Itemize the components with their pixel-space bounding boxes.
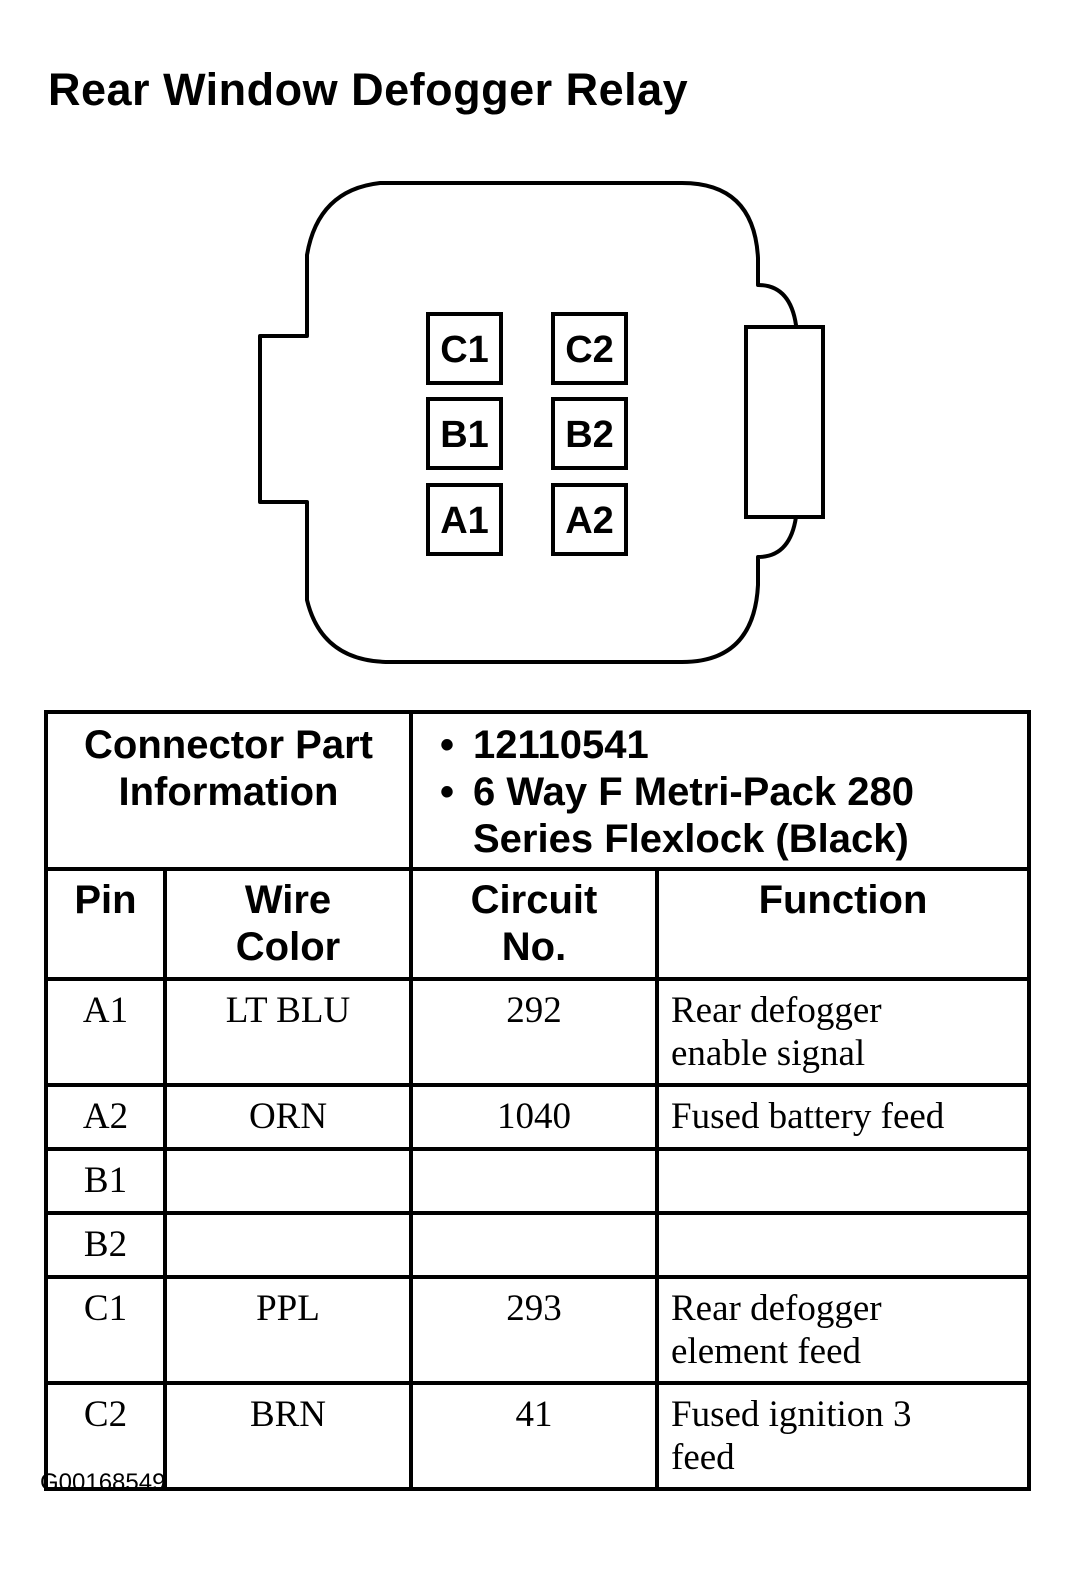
table-row: A2 ORN 1040 Fused battery feed — [44, 1083, 1031, 1151]
header-circuit-no: Circuit No. — [409, 867, 659, 981]
table-row: B1 — [44, 1147, 1031, 1215]
circuit-cell: 1040 — [409, 1083, 659, 1151]
circuit-cell: 293 — [409, 1275, 659, 1385]
header-function-label: Function — [758, 878, 928, 922]
circuit-cell: 292 — [409, 977, 659, 1087]
pin-cavity-a1: A1 — [426, 483, 503, 556]
header-circuit-label: No. — [501, 925, 567, 969]
header-wire-color: Wire Color — [163, 867, 413, 981]
column-header-row: Pin Wire Color Circuit No. Function — [44, 867, 1031, 981]
pin-cavity-c2: C2 — [551, 312, 628, 385]
wire-color-cell: BRN — [163, 1381, 413, 1491]
connector-info-table: Connector Part Information • 12110541 • … — [44, 710, 1031, 1491]
function-cell — [655, 1147, 1031, 1215]
function-line: Fused battery feed — [671, 1096, 945, 1137]
part-number-line: • 12110541 — [440, 722, 1027, 769]
function-cell: Fused ignition 3 feed — [655, 1381, 1031, 1491]
pin-cell: A1 — [44, 977, 167, 1087]
function-cell — [655, 1211, 1031, 1279]
function-line: Fused ignition 3 — [671, 1394, 912, 1435]
function-line: feed — [671, 1437, 735, 1478]
pin-cell: A2 — [44, 1083, 167, 1151]
connector-body-outline — [258, 181, 798, 664]
pin-cavity-a2: A2 — [551, 483, 628, 556]
table-row: A1 LT BLU 292 Rear defogger enable signa… — [44, 977, 1031, 1087]
header-pin: Pin — [44, 867, 167, 981]
pin-label: A1 — [440, 500, 489, 542]
header-wire-color-label: Color — [235, 925, 341, 969]
part-info-values-cell: • 12110541 • 6 Way F Metri-Pack 280 Seri… — [409, 710, 1031, 871]
pin-cavity-c1: C1 — [426, 312, 503, 385]
part-number: 12110541 — [473, 723, 649, 767]
pin-label: B2 — [565, 414, 614, 456]
part-description: 6 Way F Metri-Pack 280 — [473, 770, 914, 814]
wire-color-cell: LT BLU — [163, 977, 413, 1087]
wire-color-cell: ORN — [163, 1083, 413, 1151]
figure-id: G00168549 — [40, 1469, 166, 1496]
pin-cell: B2 — [44, 1211, 167, 1279]
bullet: • — [440, 723, 455, 767]
wire-color-cell — [163, 1147, 413, 1215]
part-description-line: • 6 Way F Metri-Pack 280 — [440, 769, 1027, 816]
circuit-cell: 41 — [409, 1381, 659, 1491]
pin-label: C1 — [440, 329, 489, 371]
function-cell: Rear defogger enable signal — [655, 977, 1031, 1087]
pin-label: A2 — [565, 500, 614, 542]
part-info-label-line: Information — [118, 770, 339, 814]
table-row: B2 — [44, 1211, 1031, 1279]
function-line: element feed — [671, 1331, 862, 1372]
table-row: C2 BRN 41 Fused ignition 3 feed — [44, 1381, 1031, 1491]
circuit-cell — [409, 1211, 659, 1279]
function-cell: Rear defogger element feed — [655, 1275, 1031, 1385]
function-cell: Fused battery feed — [655, 1083, 1031, 1151]
part-info-row: Connector Part Information • 12110541 • … — [44, 710, 1031, 871]
page-title: Rear Window Defogger Relay — [48, 64, 689, 115]
locking-tab — [744, 325, 825, 519]
part-info-label-cell: Connector Part Information — [44, 710, 413, 871]
header-pin-label: Pin — [74, 878, 137, 922]
header-wire-color-label: Wire — [244, 878, 332, 922]
function-line: Rear defogger — [671, 1288, 882, 1329]
pin-label: B1 — [440, 414, 489, 456]
bullet: • — [440, 770, 455, 814]
connector-face-diagram: C1 C2 B1 B2 A1 A2 — [258, 181, 825, 664]
circuit-cell — [409, 1147, 659, 1215]
wire-color-cell — [163, 1211, 413, 1279]
part-description: Series Flexlock (Black) — [473, 817, 909, 861]
function-line: Rear defogger — [671, 990, 882, 1031]
pin-cell: B1 — [44, 1147, 167, 1215]
pin-label: C2 — [565, 329, 614, 371]
pin-cavity-b1: B1 — [426, 397, 503, 470]
pin-cell: C1 — [44, 1275, 167, 1385]
pin-cell: C2 — [44, 1381, 167, 1491]
wire-color-cell: PPL — [163, 1275, 413, 1385]
part-info-label-line: Connector Part — [84, 723, 373, 767]
pin-cavity-b2: B2 — [551, 397, 628, 470]
part-description-line: Series Flexlock (Black) — [473, 816, 1027, 863]
header-circuit-label: Circuit — [470, 878, 598, 922]
header-function: Function — [655, 867, 1031, 981]
table-row: C1 PPL 293 Rear defogger element feed — [44, 1275, 1031, 1385]
function-line: enable signal — [671, 1033, 866, 1074]
